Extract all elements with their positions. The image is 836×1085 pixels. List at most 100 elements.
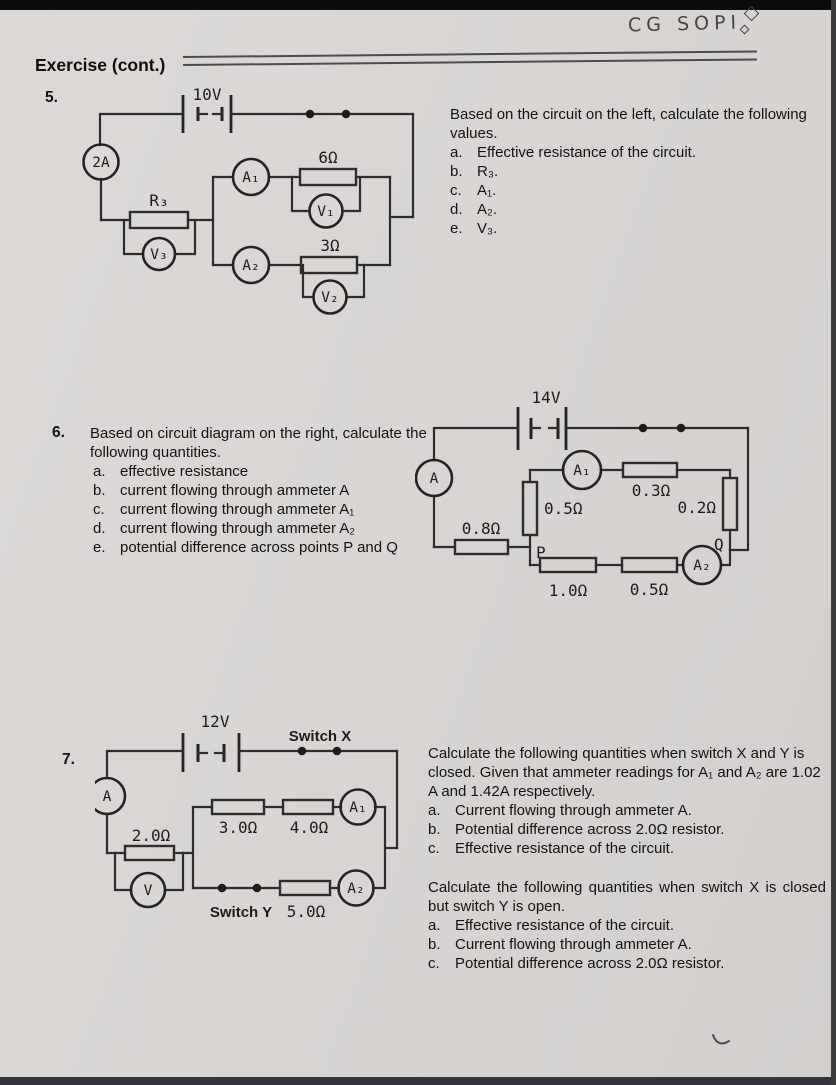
switch-y-label: Switch Y <box>210 904 272 921</box>
resistor-5-0ohm: 5.0Ω <box>278 879 332 921</box>
question-5-prompt: Based on the circuit on the left, calcul… <box>450 106 807 142</box>
circuit-diagram-6: 14V A 0.8Ω <box>415 388 750 600</box>
switch-y: Switch Y <box>210 883 272 921</box>
ammeter-a1: A₁ <box>339 788 377 826</box>
switch-y-dot <box>252 883 262 893</box>
ammeter-a-label: A <box>430 471 439 487</box>
battery-label: 10V <box>193 85 222 104</box>
resistor-1-0ohm-label: 1.0Ω <box>549 581 588 600</box>
resistor-3-0ohm-label: 3.0Ω <box>219 818 258 837</box>
double-rule <box>182 50 758 66</box>
scan-edge-bottom <box>0 1077 836 1085</box>
question-7-intro-1: Calculate the following quantities when … <box>428 745 821 800</box>
resistor-4-0ohm: 4.0Ω <box>281 798 335 837</box>
sparkle-icon <box>743 5 760 22</box>
page-title: Exercise (cont.) <box>35 55 166 75</box>
resistor-r3-label: R₃ <box>149 191 168 210</box>
scan-edge-right <box>831 0 836 1085</box>
resistor-0-3ohm: 0.3Ω <box>621 461 679 500</box>
question-7-block-1: Calculate the following quantities when … <box>428 744 826 858</box>
wires <box>432 426 750 567</box>
resistor-2-0ohm-label: 2.0Ω <box>132 826 171 845</box>
switch-y-dot <box>217 883 227 893</box>
resistor-0-5ohm-bottom: 0.5Ω <box>620 556 679 599</box>
question-number-6: 6. <box>52 424 65 441</box>
resistor-5-0ohm-label: 5.0Ω <box>287 902 326 921</box>
handwritten-mark <box>712 1034 730 1045</box>
resistor-0-5ohm-bottom-label: 0.5Ω <box>630 580 669 599</box>
node-q-label: Q <box>714 535 724 554</box>
resistor-0-8ohm: 0.8Ω <box>453 519 510 556</box>
question-number-5: 5. <box>45 89 58 106</box>
battery-10v: 10V <box>181 85 233 133</box>
node-p-label: P <box>536 543 546 562</box>
junction-dot <box>638 423 648 433</box>
question-6-prompt: Based on circuit diagram on the right, c… <box>90 425 427 461</box>
voltmeter-v2: V₂ <box>312 279 348 315</box>
ammeter-a2-label: A₂ <box>242 258 259 274</box>
resistor-0-2ohm: 0.2Ω <box>677 476 739 532</box>
list-item: b.Potential difference across 2.0Ω resis… <box>428 821 725 838</box>
question-7-block-2: Calculate the following quantities when … <box>428 878 826 973</box>
ammeter-a1-label: A₁ <box>242 170 259 186</box>
ammeter-a1-label: A₁ <box>349 800 366 816</box>
ammeter-2a: 2A <box>82 143 120 181</box>
question-7-intro-2: Calculate the following quantities when … <box>428 879 826 915</box>
resistor-0-5ohm-vertical-label: 0.5Ω <box>544 499 583 518</box>
list-item: a.Effective resistance of the circuit. <box>428 917 674 934</box>
handwritten-watermark: CG SOPI <box>628 12 742 37</box>
sparkle-icon <box>739 24 750 35</box>
battery-14v: 14V <box>516 388 568 450</box>
voltmeter-v3-label: V₃ <box>150 247 167 263</box>
list-item: b.Current flowing through ammeter A. <box>428 936 692 953</box>
ammeter-a2: A₂ <box>681 544 723 586</box>
list-item: e.V₃. <box>450 220 498 237</box>
list-item: c.Potential difference across 2.0Ω resis… <box>428 955 725 972</box>
list-item: c.A₁. <box>450 182 497 199</box>
list-item: a.Current flowing through ammeter A. <box>428 802 692 819</box>
list-item: c.current flowing through ammeter A₁ <box>93 501 355 518</box>
ammeter-a-label: A <box>103 789 112 805</box>
resistor-0-3ohm-label: 0.3Ω <box>632 481 671 500</box>
switch-x-dot <box>332 746 342 756</box>
switch-x-label: Switch X <box>289 728 352 745</box>
question-7-text: Calculate the following quantities when … <box>428 744 826 973</box>
question-6-text: Based on circuit diagram on the right, c… <box>90 424 442 557</box>
resistor-3-0ohm: 3.0Ω <box>210 798 266 837</box>
battery-label: 14V <box>532 388 561 407</box>
list-item: a.effective resistance <box>93 463 249 480</box>
list-item: d.A₂. <box>450 201 497 218</box>
ammeter-a: A <box>95 776 127 816</box>
sparkle-doodle <box>738 5 764 42</box>
handwritten-text: CG SOPI <box>627 11 742 37</box>
question-number-7: 7. <box>62 751 75 768</box>
resistor-0-2ohm-label: 0.2Ω <box>677 498 716 517</box>
voltmeter-v3: V₃ <box>141 236 177 272</box>
circuit-diagram-5: 10V 2A <box>82 85 415 315</box>
wires <box>98 112 415 299</box>
voltmeter-v2-label: V₂ <box>321 290 338 306</box>
ammeter-a: A <box>415 458 454 498</box>
list-item: e.potential difference across points P a… <box>93 539 398 556</box>
ammeter-a2-label: A₂ <box>347 881 364 897</box>
switch-x-dot <box>297 746 307 756</box>
ammeter-a1-label: A₁ <box>573 463 590 479</box>
resistor-3ohm-label: 3Ω <box>320 236 340 255</box>
resistor-6ohm-label: 6Ω <box>318 148 338 167</box>
resistor-0-5ohm-vertical: 0.5Ω <box>521 480 583 537</box>
battery-12v: 12V <box>181 712 241 772</box>
switch-x: Switch X <box>289 728 352 756</box>
list-item: a.Effective resistance of the circuit. <box>450 144 696 161</box>
resistor-1-0ohm: 1.0Ω <box>538 556 598 600</box>
scan-edge-top <box>0 0 836 10</box>
list-item: d.current flowing through ammeter A₂ <box>93 520 356 537</box>
ammeter-a1: A₁ <box>231 157 271 197</box>
resistor-4-0ohm-label: 4.0Ω <box>290 818 329 837</box>
voltmeter-v: V <box>129 871 167 909</box>
list-item: b.R₃. <box>450 163 499 180</box>
ammeter-a2-label: A₂ <box>693 558 710 574</box>
voltmeter-v1-label: V₁ <box>317 204 334 220</box>
resistor-0-8ohm-label: 0.8Ω <box>462 519 501 538</box>
junction-dot <box>341 109 351 119</box>
battery-label: 12V <box>201 712 230 731</box>
